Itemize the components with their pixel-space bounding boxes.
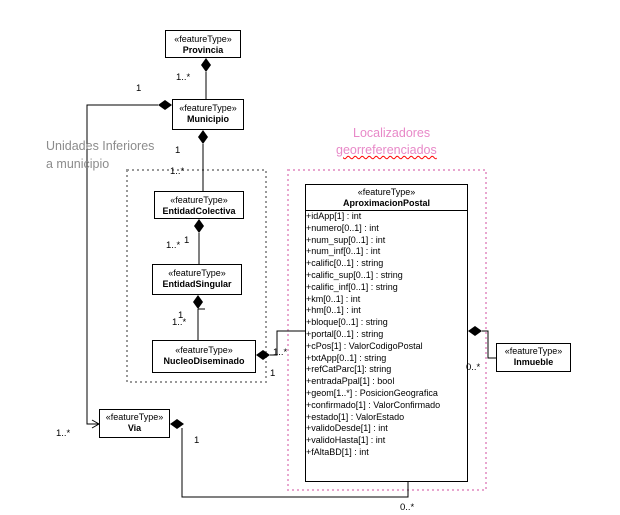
class-via[interactable]: «featureType» Via (99, 409, 170, 438)
stereotype: «featureType» (170, 195, 228, 205)
diamond-entidadcolectiva (194, 219, 204, 233)
class-name: NucleoDiseminado (163, 356, 245, 366)
class-entidad-colectiva[interactable]: «featureType» EntidadColectiva (154, 191, 244, 219)
mult-prov-mun-part: 1..* (176, 72, 191, 83)
class-name: Municipio (187, 114, 229, 124)
region-title-unidades-line1: Unidades Inferiores (46, 139, 155, 153)
attribute-row: +num_inf[0..1] : int (306, 246, 381, 257)
attribute-row: +entradaPpal[1] : bool (306, 376, 395, 387)
class-name: EntidadColectiva (162, 206, 236, 216)
attribute-row: +estado[1] : ValorEstado (306, 411, 405, 422)
attribute-row: +hm[0..1] : int (306, 305, 361, 316)
class-provincia[interactable]: «featureType» Provincia (165, 30, 241, 58)
mult-mun-via-part: 1..* (56, 428, 71, 439)
diamond-municipio-via (158, 100, 172, 110)
attribute-row: +bloque[0..1] : string (306, 317, 388, 328)
mult-mun-via-whole: 1 (136, 83, 142, 94)
attribute-row: +txtApp[0..1] : string (306, 352, 387, 363)
region-localizadores (287, 169, 487, 491)
class-municipio[interactable]: «featureType» Municipio (172, 99, 244, 130)
mult-mun-ec-part: 1..* (170, 166, 185, 177)
mult-es-nd-whole: 1 (178, 310, 184, 321)
assoc-nucleodiseminado-aproximacionpostal (270, 330, 305, 356)
attribute-row: +validoDesde[1] : int (306, 423, 388, 434)
class-name: AproximacionPostal (342, 198, 431, 208)
stereotype: «featureType» (357, 187, 416, 197)
attribute-row: +portal[0..1] : string (306, 328, 384, 339)
attribute-row: +validoHasta[1] : int (306, 435, 386, 446)
stereotype: «featureType» (105, 412, 164, 422)
diamond-provincia (201, 58, 211, 72)
mult-ap-inm: 0..* (466, 362, 481, 373)
mult-mun-ec-whole: 1 (175, 145, 181, 156)
assoc-via-aproximacionpostal (181, 428, 409, 498)
mult-via-ap-part: 0..* (400, 502, 415, 513)
assoc-municipio-via (86, 104, 158, 425)
mult-nd-ap-part: 1..* (273, 347, 288, 358)
stereotype: «featureType» (168, 268, 226, 278)
class-nucleo-diseminado[interactable]: «featureType» NucleoDiseminado (152, 340, 256, 373)
mult-ec-es-whole: 1 (184, 235, 190, 246)
attribute-row: +calific_inf[0..1] : string (306, 281, 398, 292)
class-name: Via (127, 423, 142, 433)
attribute-row: +km[0..1] : int (306, 293, 361, 304)
diamond-aproximacionpostal (468, 326, 482, 336)
attribute-row: +idApp[1] : int (306, 211, 362, 221)
stereotype: «featureType» (175, 345, 233, 355)
mult-nd-ap-whole: 1 (270, 368, 276, 379)
mult-es-nd-part: 1..* (172, 317, 187, 328)
mult-via-ap-whole: 1 (194, 435, 200, 446)
diamond-nucleodiseminado (256, 350, 270, 360)
attribute-row: +num_sup[0..1] : int (306, 234, 386, 245)
region-unidades-inferiores (126, 169, 267, 383)
class-name: EntidadSingular (162, 279, 232, 289)
stereotype: «featureType» (174, 34, 232, 44)
attribute-row: +fAltaBD[1] : int (306, 446, 369, 457)
region-title-localizadores-line1: Localizadores (353, 126, 431, 140)
attribute-row: +calific[0..1] : string (306, 258, 384, 269)
attribute-row: +calific_sup[0..1] : string (306, 269, 403, 280)
class-name: Inmueble (513, 357, 554, 367)
class-inmueble[interactable]: «featureType» Inmueble (496, 343, 571, 372)
diamond-municipio (198, 130, 208, 144)
region-title-localizadores-line2: georreferenciados (336, 143, 437, 157)
class-aproximacion-postal[interactable]: «featureType» AproximacionPostal (305, 184, 468, 482)
attribute-row: +geom[1..*] : PosicionGeografica (306, 387, 438, 398)
diamond-via (170, 419, 184, 429)
assoc-aproximacionpostal-inmueble (482, 330, 496, 359)
stereotype: «featureType» (179, 103, 237, 113)
mult-ec-es-part: 1..* (166, 240, 181, 251)
attribute-row: +numero[0..1] : int (306, 222, 379, 233)
attribute-list: +idApp[1] : int+numero[0..1] : int+num_s… (305, 210, 468, 459)
attribute-row: +confirmado[1] : ValorConfirmado (306, 399, 441, 410)
attribute-row: +refCatParc[1]: string (306, 364, 392, 375)
attribute-row: +cPos[1] : ValorCodigoPostal (306, 340, 423, 351)
stereotype: «featureType» (504, 346, 563, 356)
class-name: Provincia (182, 45, 224, 55)
region-title-unidades-line2: a municipio (46, 157, 110, 171)
class-entidad-singular[interactable]: «featureType» EntidadSingular (152, 264, 242, 295)
diamond-entidadsingular (193, 295, 203, 309)
